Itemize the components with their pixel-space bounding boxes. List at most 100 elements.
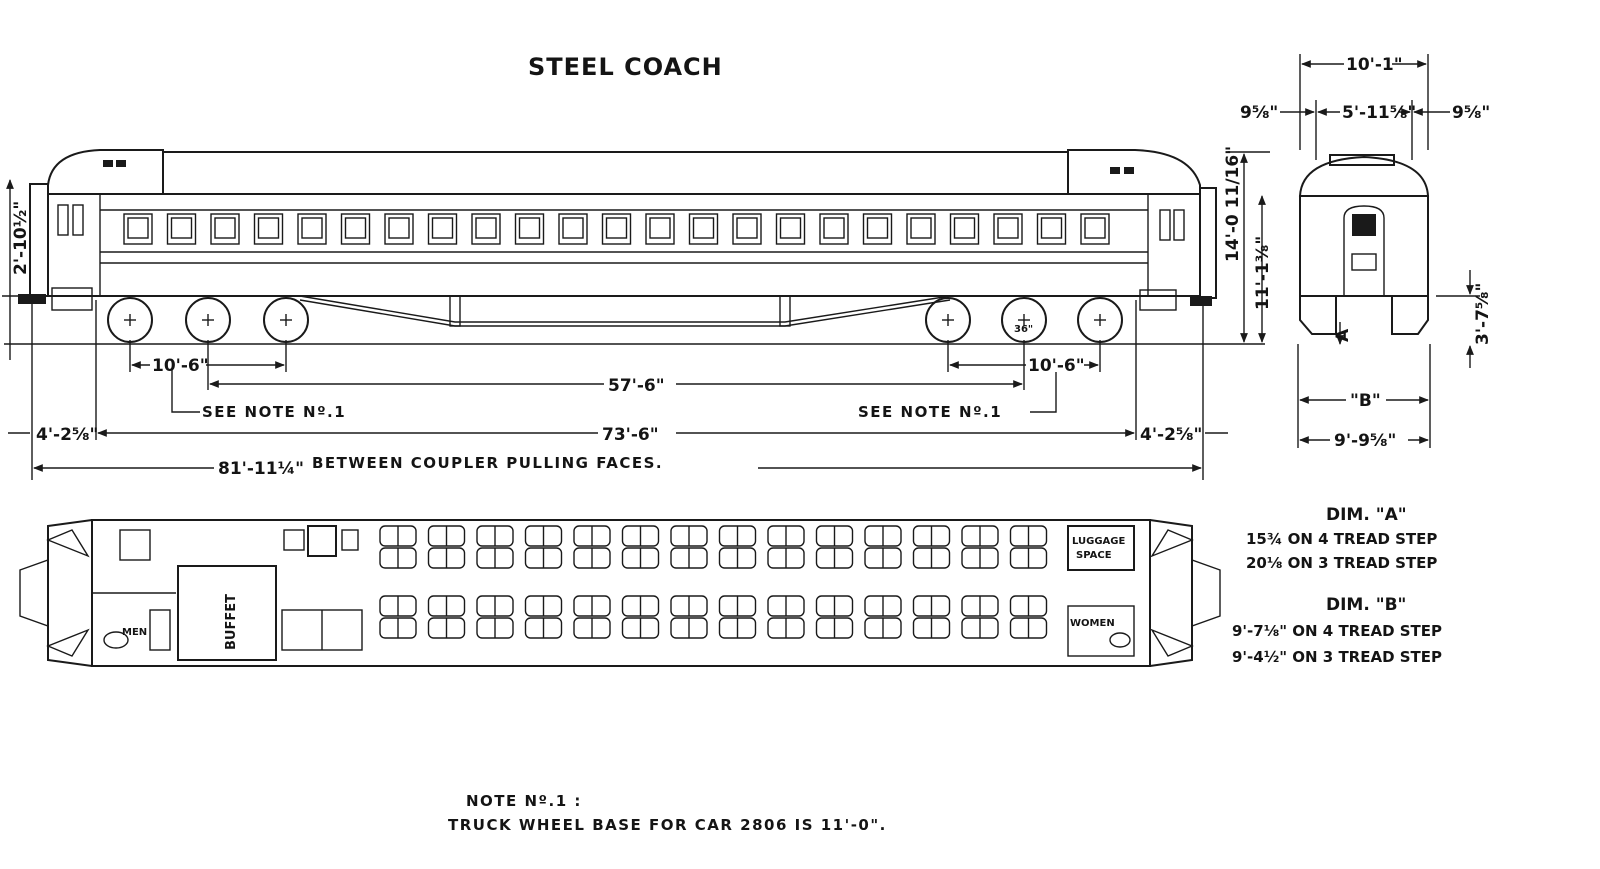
side-elevation: 36" <box>4 149 1265 345</box>
dim-b-title: DIM. "B" <box>1326 595 1406 615</box>
end-door-window <box>1352 214 1376 236</box>
side-window <box>123 213 153 245</box>
note-line1: NOTE Nº.1 : <box>466 792 582 810</box>
dim-right-heights: 14'-0 11/16" 11'-1⅜" <box>1223 146 1273 343</box>
seat <box>961 525 999 547</box>
plan-end-right <box>1191 559 1221 627</box>
wheel-diameter: 36" <box>1014 324 1033 335</box>
side-windows <box>123 213 1110 245</box>
wheel <box>185 297 231 343</box>
side-window <box>993 213 1023 245</box>
side-window <box>906 213 936 245</box>
seat <box>718 547 757 569</box>
room-women: WOMEN <box>1070 618 1115 629</box>
side-window <box>1080 213 1110 245</box>
plan-end-left <box>19 559 49 627</box>
marker-light-left <box>103 160 113 167</box>
wheel <box>263 297 309 343</box>
side-window <box>819 213 849 245</box>
seat <box>718 595 757 617</box>
side-window <box>427 213 458 245</box>
seat <box>670 525 708 547</box>
side-window <box>558 213 588 245</box>
dim-overall-label: 81'-11¼" <box>218 459 304 479</box>
dim-a-line2: 20⅛ ON 3 TREAD STEP <box>1246 554 1437 572</box>
dim-b-line2: 9'-4½" ON 3 TREAD STEP <box>1232 648 1442 666</box>
womens-room <box>1067 605 1135 657</box>
room-buffet: BUFFET <box>224 594 239 650</box>
label-b: "B" <box>1350 391 1381 411</box>
end-roof <box>1298 155 1430 197</box>
seat <box>573 525 611 547</box>
seat <box>524 525 563 547</box>
dim-total-height: 14'-0 11/16" <box>1223 146 1243 262</box>
room-luggage-1: LUGGAGE <box>1072 536 1125 547</box>
dim-truck-left: 10'-6" <box>129 340 287 376</box>
seat <box>1009 617 1048 639</box>
seat <box>815 547 854 569</box>
label-a: A <box>1333 328 1353 342</box>
dim-bottom-width: 9'-9⅝" <box>1334 431 1396 451</box>
seat <box>379 595 417 617</box>
dim-overall-length: 81'-11¼" BETWEEN COUPLER PULLING FACES. <box>31 300 1204 480</box>
dim-body-length: 73'-6" 4'-2⅝" 4'-2⅝" <box>8 300 1228 445</box>
seat <box>621 595 660 617</box>
end-view <box>1298 154 1430 335</box>
seat <box>427 595 466 617</box>
passenger-seats <box>379 525 1048 639</box>
seat <box>427 617 466 639</box>
dim-a-line1: 15¾ ON 4 TREAD STEP <box>1246 530 1437 548</box>
seat <box>476 525 514 547</box>
seat <box>912 525 951 547</box>
seat <box>476 617 514 639</box>
side-window <box>862 213 893 245</box>
luggage-space <box>1067 525 1135 571</box>
seat <box>718 617 757 639</box>
dim-truck-left-label: 10'-6" <box>152 356 209 376</box>
dim-right-offset: 9⅝" <box>1452 103 1490 123</box>
side-window <box>253 213 284 245</box>
dim-roof-height: 11'-1⅜" <box>1253 236 1273 310</box>
side-window <box>688 213 719 245</box>
seat <box>621 547 660 569</box>
seat <box>379 525 417 547</box>
seat <box>621 617 660 639</box>
steps-right <box>1139 289 1177 311</box>
wheel <box>107 297 153 343</box>
seat <box>864 525 902 547</box>
coupler-right <box>1190 296 1212 306</box>
seat <box>573 595 611 617</box>
dim-center: 5'-11⅝" <box>1342 103 1416 123</box>
side-window <box>601 213 632 245</box>
seat <box>670 547 708 569</box>
steps-left <box>51 287 93 311</box>
dim-truck-right-label: 10'-6" <box>1028 356 1085 376</box>
dim-b-line1: 9'-7⅛" ON 4 TREAD STEP <box>1232 622 1442 640</box>
seat <box>524 547 563 569</box>
end-step-right <box>1391 296 1429 335</box>
seat <box>767 595 805 617</box>
truss-rod <box>299 295 951 323</box>
dim-left-height: 2'-10½" <box>2 179 31 360</box>
seat <box>767 617 805 639</box>
clerestory-roof <box>162 151 1069 195</box>
seat <box>864 547 902 569</box>
seat <box>573 617 611 639</box>
end-body <box>1299 195 1429 297</box>
seat <box>767 525 805 547</box>
seat <box>912 617 951 639</box>
see-note-left: SEE NOTE Nº.1 <box>202 403 346 421</box>
plan-outline <box>47 519 1193 667</box>
side-window <box>645 213 675 245</box>
seat <box>815 595 854 617</box>
seat <box>815 525 854 547</box>
end-view-dims: 10'-1" 5'-11⅝" 9⅝" 9⅝" A 3'-7⅝" "B" 9'-9… <box>1240 52 1493 451</box>
dim-end-left: 4'-2⅝" <box>36 425 98 445</box>
coupler-left <box>18 294 46 304</box>
door-window-right <box>1159 209 1171 241</box>
dim-truck-centers: 57'-6" <box>207 340 1025 396</box>
end-step-left <box>1299 296 1337 335</box>
side-window <box>340 213 371 245</box>
side-window <box>949 213 980 245</box>
